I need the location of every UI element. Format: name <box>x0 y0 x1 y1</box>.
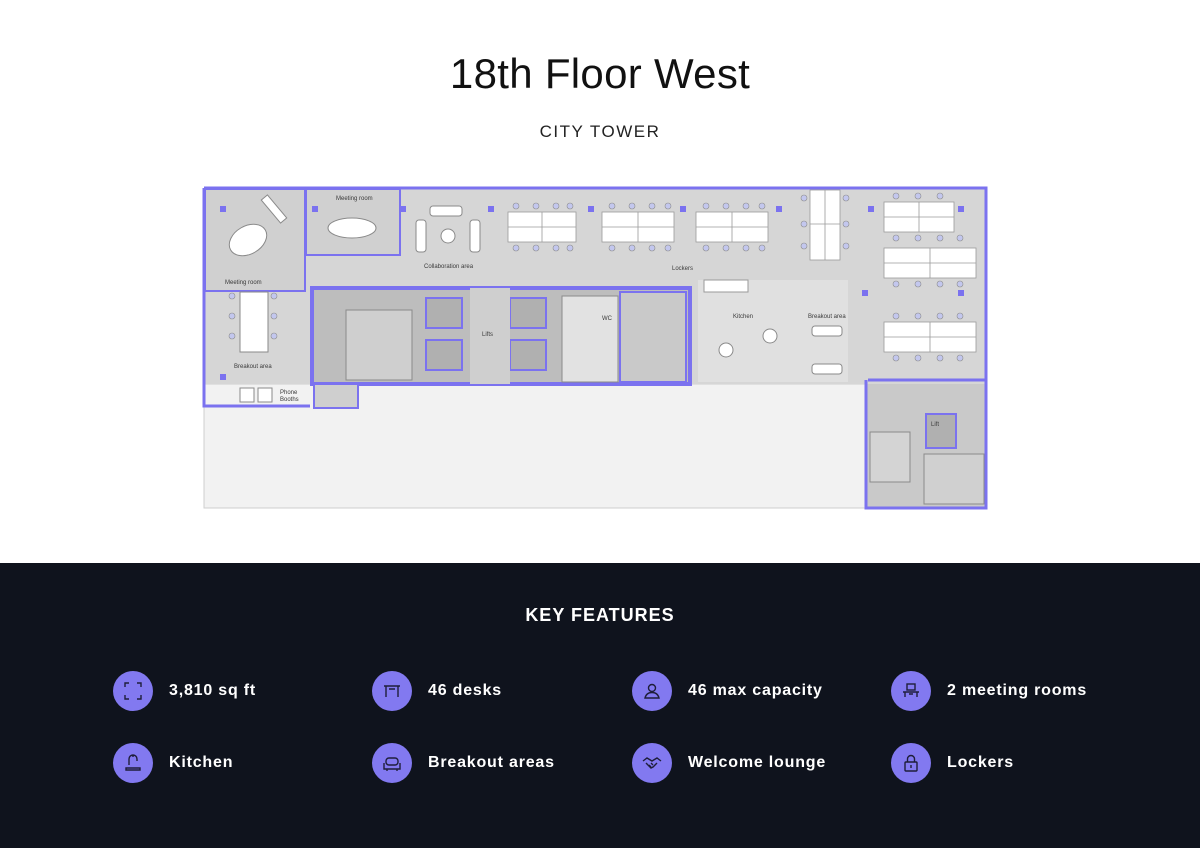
key-features-heading: KEY FEATURES <box>525 605 675 625</box>
feature-label: Welcome lounge <box>688 754 827 771</box>
desk-cluster-right <box>883 201 977 353</box>
lift-right <box>925 413 957 449</box>
feature-label: 46 max capacity <box>688 682 823 699</box>
phone-booths-label-1: Phone <box>280 390 298 396</box>
chairs <box>228 192 964 362</box>
header-section: 18th Floor West CITY TOWER Meeting room … <box>202 50 988 510</box>
desk-cluster-1 <box>507 211 577 243</box>
feature-label: Breakout areas <box>428 754 555 771</box>
desk-cluster-3 <box>695 211 769 243</box>
core-exit <box>313 383 359 409</box>
feature-label: Lockers <box>947 754 1014 771</box>
building-name: CITY TOWER <box>539 122 661 141</box>
desk-cluster-2 <box>601 211 675 243</box>
breakout-table-left <box>239 291 269 353</box>
tap-icon <box>113 743 153 783</box>
wc-area <box>561 295 619 383</box>
feature-desks: 46 desks <box>372 671 502 711</box>
meeting-table-second <box>327 217 377 239</box>
feature-label: 2 meeting rooms <box>947 682 1088 699</box>
feature-breakout: Breakout areas <box>372 743 555 783</box>
feature-label: 3,810 sq ft <box>169 682 257 699</box>
feature-capacity: 46 max capacity <box>632 671 823 711</box>
breakout-2-label: Breakout area <box>808 314 846 320</box>
breakout-1-label: Breakout area <box>234 364 272 370</box>
phone-booths-label-2: Booths <box>280 397 299 403</box>
lockers-label: Lockers <box>672 266 693 272</box>
meeting-table-icon <box>891 671 931 711</box>
desk-icon <box>372 671 412 711</box>
floor-plan: Meeting room Meeting room Collaboration … <box>202 186 988 510</box>
area-icon <box>113 671 153 711</box>
page-title: 18th Floor West <box>449 50 751 97</box>
meeting-room-2-label: Meeting room <box>336 196 373 202</box>
feature-meeting-rooms: 2 meeting rooms <box>891 671 1087 711</box>
exterior-area <box>203 383 867 509</box>
feature-kitchen: Kitchen <box>113 743 233 783</box>
person-icon <box>632 671 672 711</box>
feature-label: Kitchen <box>169 754 234 771</box>
sofa-icon <box>372 743 412 783</box>
wc-label: WC <box>602 316 613 322</box>
stairwell <box>345 309 413 381</box>
lock-icon <box>891 743 931 783</box>
kitchen-label: Kitchen <box>733 314 753 320</box>
feature-label: 46 desks <box>428 682 503 699</box>
collaboration-label: Collaboration area <box>424 264 474 270</box>
feature-lounge: Welcome lounge <box>632 743 826 783</box>
desk-cluster-4 <box>809 189 841 261</box>
lift-label: Lift <box>931 422 939 428</box>
meeting-table-left <box>228 223 268 257</box>
feature-area: 3,810 sq ft <box>113 671 256 711</box>
key-features-section: KEY FEATURES 3,810 sq ft 46 desks 46 max… <box>0 563 1200 848</box>
lifts-label: Lifts <box>482 332 493 338</box>
meeting-room-1-label: Meeting room <box>225 280 262 286</box>
feature-lockers: Lockers <box>891 743 1014 783</box>
handshake-icon <box>632 743 672 783</box>
stairs-right <box>869 431 911 483</box>
